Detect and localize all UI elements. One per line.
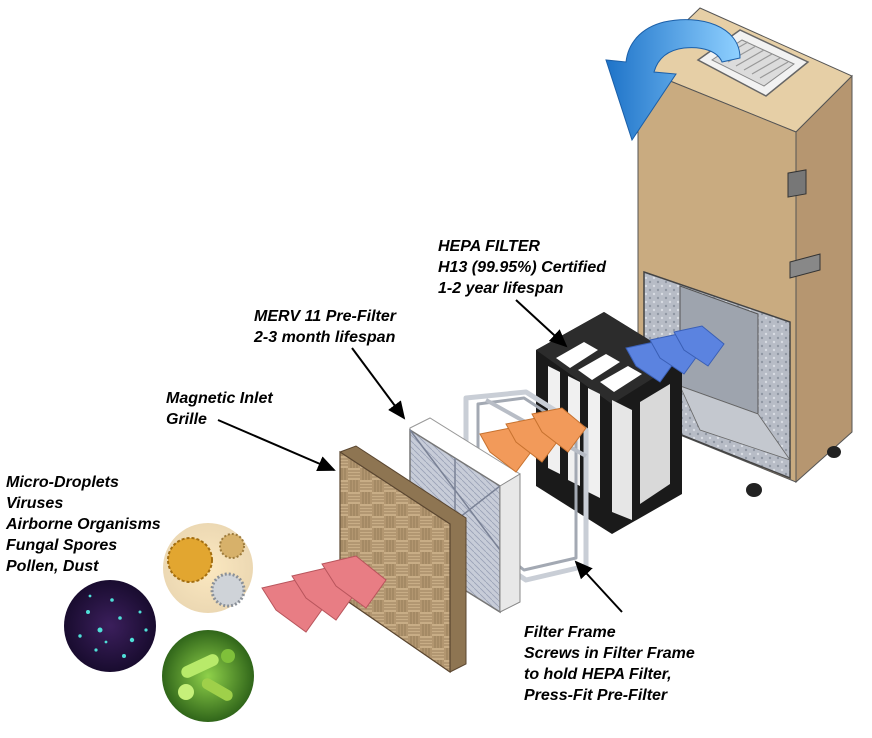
frame-label-line-4: Press-Fit Pre-Filter [524, 687, 668, 704]
frame-label-line-1: Filter Frame [524, 624, 616, 641]
leader-lines [217, 299, 623, 613]
outlet-arrows [625, 325, 725, 383]
contaminants-label: Micro-Droplets Viruses Airborne Organism… [6, 472, 161, 577]
merv-label: MERV 11 Pre-Filter 2-3 month lifespan [254, 306, 396, 348]
grille-label-line-2: Grille [166, 411, 207, 428]
merv-leader [351, 347, 406, 420]
hepa-leader [515, 299, 568, 348]
contaminant-4: Fungal Spores [6, 537, 118, 554]
inlet-arrows [261, 555, 387, 633]
grille-label-line-1: Magnetic Inlet [166, 390, 273, 407]
merv-label-line-2: 2-3 month lifespan [254, 329, 396, 346]
exhaust-arrow [605, 19, 741, 142]
grille-leader [217, 419, 336, 472]
frame-label: Filter Frame Screws in Filter Frame to h… [524, 622, 695, 706]
contaminant-5: Pollen, Dust [6, 558, 99, 575]
hepa-label-line-1: HEPA FILTER [438, 238, 540, 255]
grille-label: Magnetic Inlet Grille [166, 388, 273, 430]
frame-label-line-3: to hold HEPA Filter, [524, 666, 672, 683]
merv-label-line-1: MERV 11 Pre-Filter [254, 308, 396, 325]
virus-image [64, 580, 156, 672]
contaminant-1: Micro-Droplets [6, 474, 119, 491]
hepa-label: HEPA FILTER H13 (99.95%) Certified 1-2 y… [438, 236, 606, 299]
hepa-label-line-2: H13 (99.95%) Certified [438, 259, 607, 276]
hepa-label-line-3: 1-2 year lifespan [438, 280, 564, 297]
middle-arrows [479, 407, 587, 473]
pollen-image [163, 523, 253, 613]
contaminant-2: Viruses [6, 495, 64, 512]
frame-leader [574, 560, 623, 613]
frame-label-line-2: Screws in Filter Frame [524, 645, 695, 662]
magnetic-inlet-grille [339, 445, 467, 674]
contaminant-3: Airborne Organisms [6, 516, 161, 533]
bacteria-image [162, 630, 254, 722]
